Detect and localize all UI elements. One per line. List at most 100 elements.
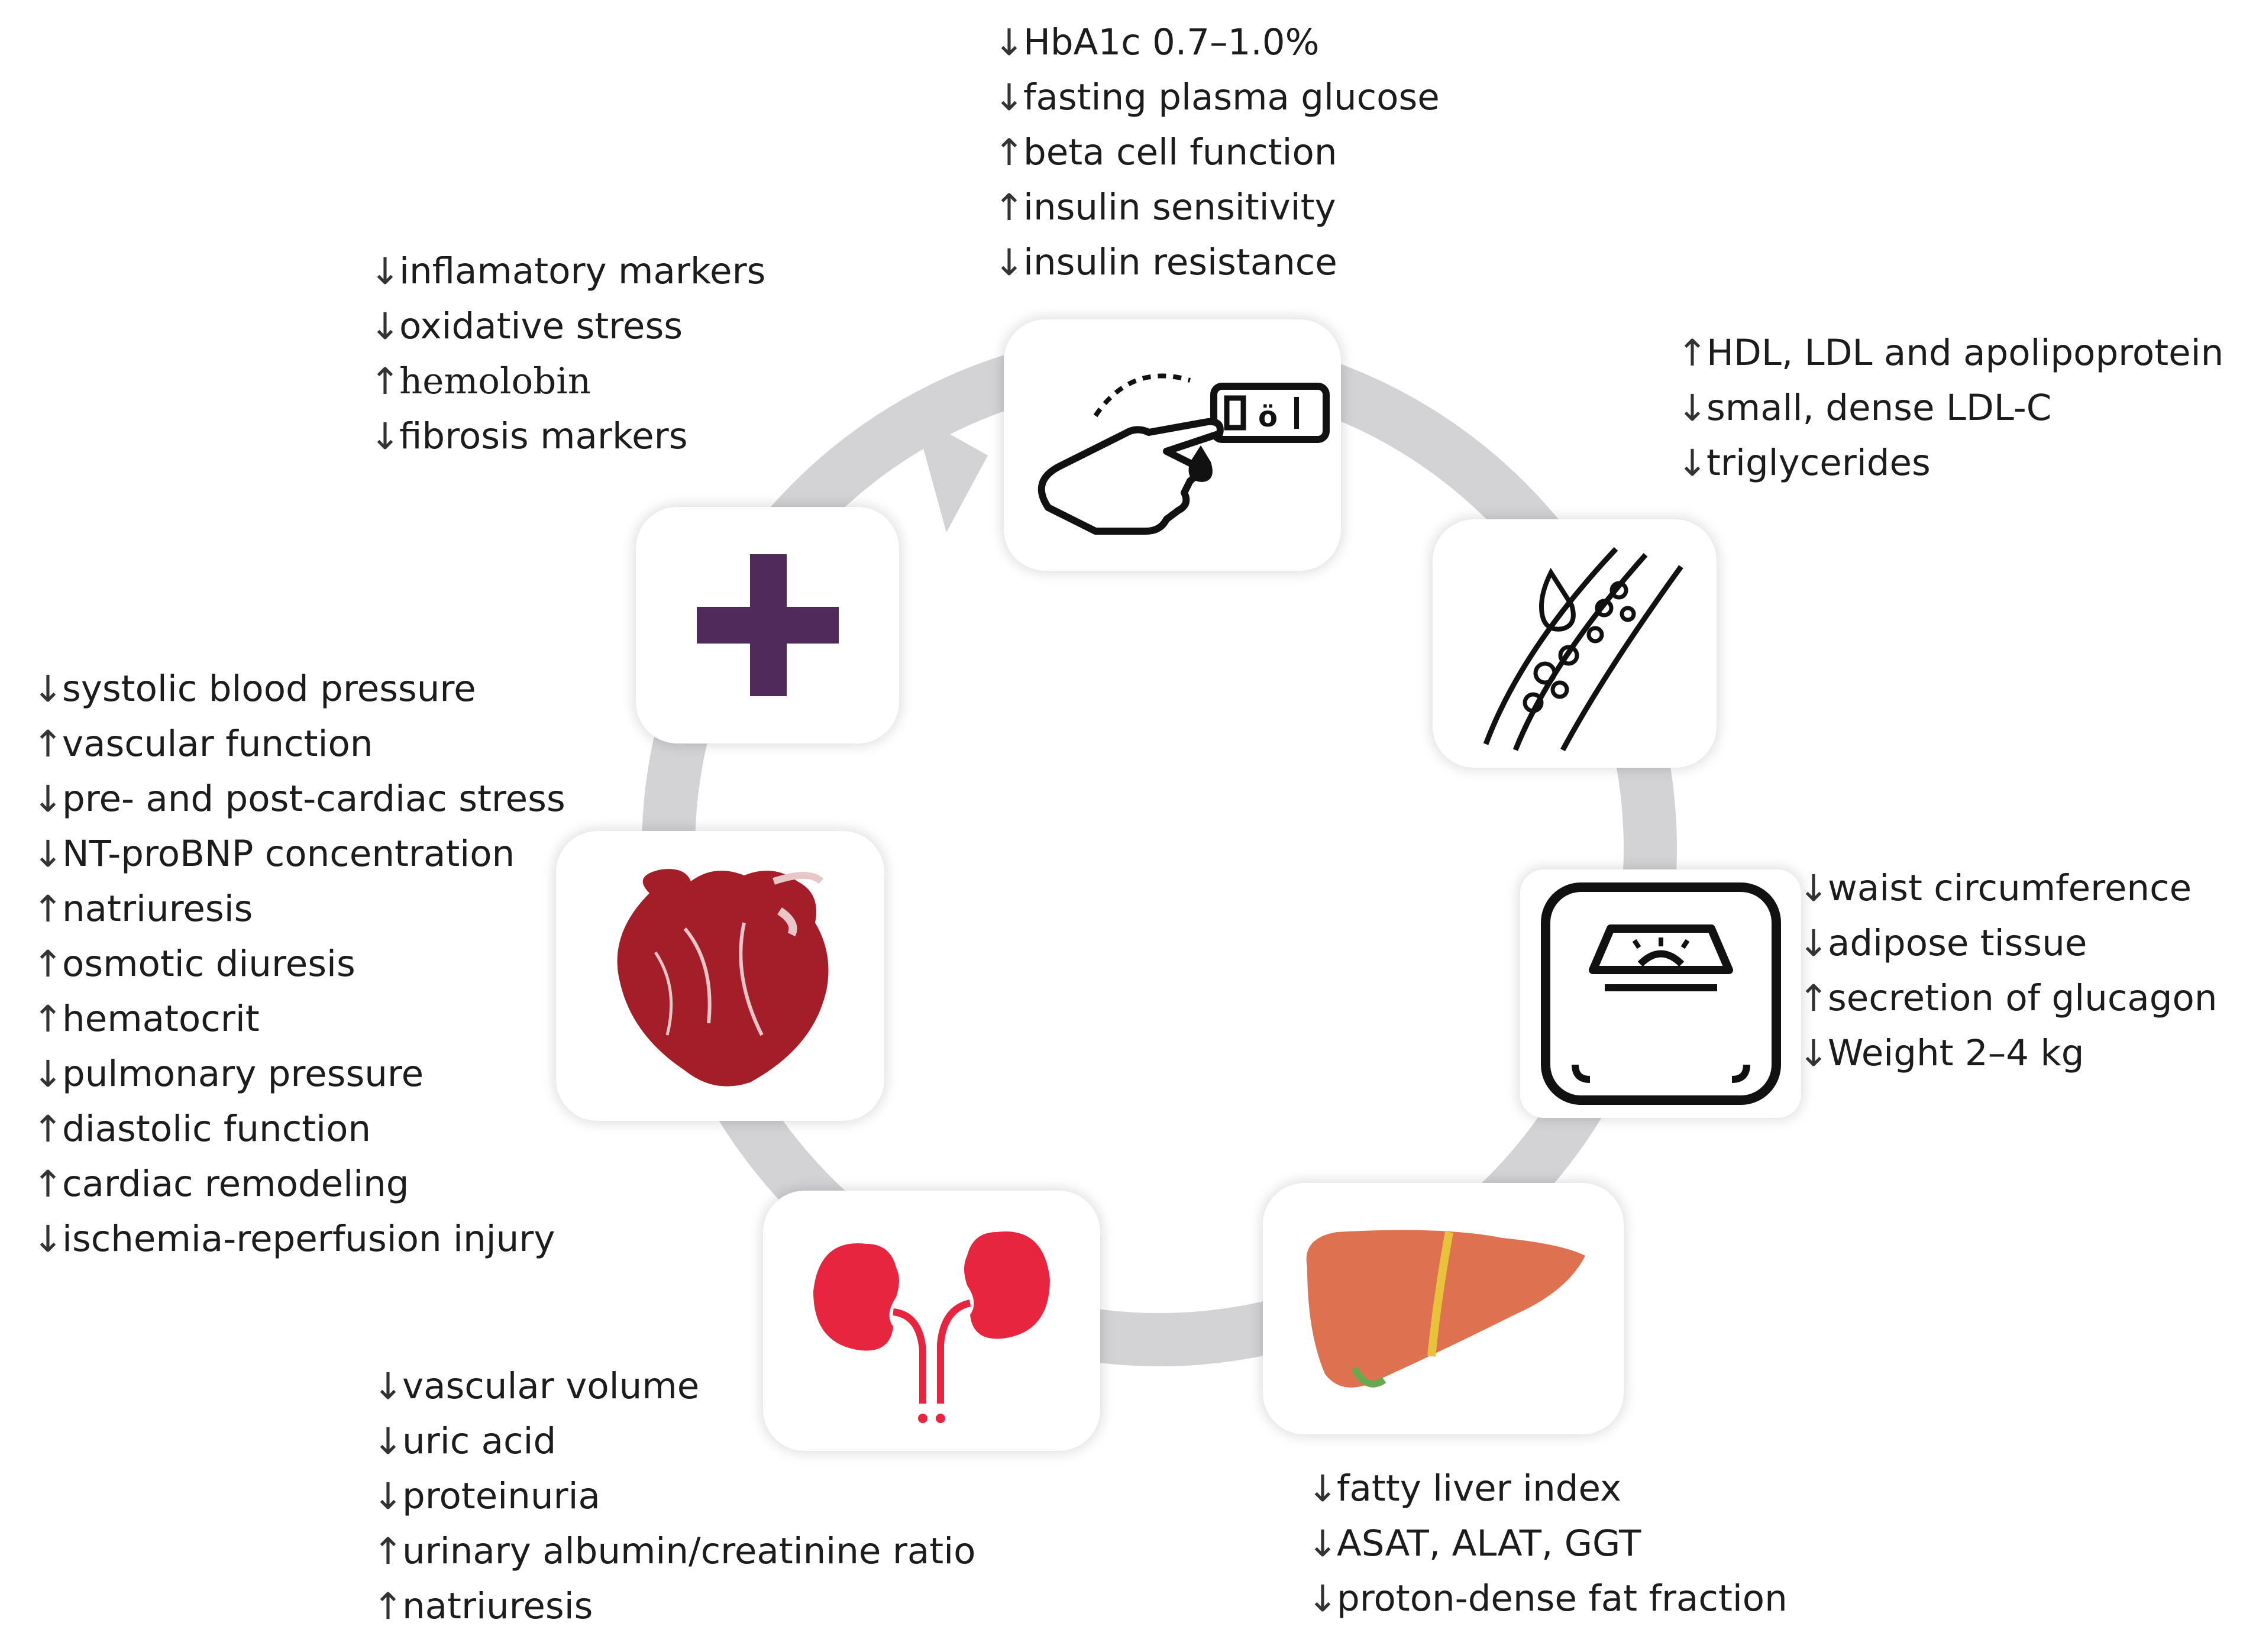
arrow-down-icon: ↓ [33, 1217, 63, 1260]
effect-item: ↓ischemia-reperfusion injury [33, 1211, 565, 1266]
inflammation-effects: ↓inflamatory markers↓oxidative stress↑he… [370, 244, 765, 464]
arrow-up-icon: ↑ [994, 186, 1024, 229]
arrow-up-icon: ↑ [370, 360, 400, 403]
effect-text: ischemia-reperfusion injury [62, 1218, 555, 1260]
effect-text: adipose tissue [1828, 922, 2087, 964]
effect-item: ↓fatty liver index [1307, 1461, 1788, 1516]
effect-item: ↓inflamatory markers [370, 244, 765, 299]
effect-text: insulin resistance [1023, 241, 1337, 283]
effect-text: diastolic function [62, 1108, 371, 1150]
effect-item: ↑secretion of glucagon [1798, 971, 2218, 1026]
effect-text: ASAT, ALAT, GGT [1337, 1522, 1641, 1564]
arrow-down-icon: ↓ [33, 667, 63, 710]
effect-text: secretion of glucagon [1828, 977, 2218, 1019]
arrow-down-icon: ↓ [1677, 386, 1708, 429]
effect-text: waist circumference [1828, 867, 2192, 909]
effect-item: ↓insulin resistance [994, 235, 1440, 290]
effect-text: fibrosis markers [399, 415, 688, 457]
arrow-down-icon: ↓ [373, 1475, 403, 1518]
arrow-down-icon: ↓ [33, 832, 63, 875]
svg-text:ö: ö [1258, 400, 1278, 434]
arrow-down-icon: ↓ [1677, 441, 1708, 484]
lipid-effects: ↑HDL, LDL and apolipoprotein↓small, dens… [1677, 325, 2223, 490]
effect-item: ↑vascular function [33, 716, 565, 771]
effect-item: ↓fibrosis markers [370, 409, 765, 464]
effect-item: ↑HDL, LDL and apolipoprotein [1677, 325, 2223, 380]
effect-text: NT-proBNP concentration [62, 833, 515, 875]
arrow-down-icon: ↓ [1798, 922, 1829, 965]
plus-card [636, 507, 899, 743]
effect-item: ↓systolic blood pressure [33, 661, 565, 716]
effect-item: ↓proton-dense fat fraction [1307, 1571, 1788, 1626]
effect-item: ↑beta cell function [994, 125, 1440, 180]
effect-item: ↑diastolic function [33, 1101, 565, 1156]
arrow-down-icon: ↓ [1798, 867, 1829, 910]
arrow-down-icon: ↓ [370, 250, 400, 293]
effect-text: beta cell function [1023, 131, 1337, 173]
arrow-down-icon: ↓ [373, 1420, 403, 1463]
arrow-down-icon: ↓ [994, 241, 1024, 284]
effect-text: HbA1c 0.7–1.0% [1023, 21, 1320, 63]
effect-item: ↓waist circumference [1798, 861, 2218, 916]
effect-item: ↑urinary albumin/creatinine ratio [373, 1524, 975, 1579]
effect-text: proteinuria [402, 1475, 600, 1517]
arrow-up-icon: ↑ [33, 1162, 63, 1205]
effect-item: ↓triglycerides [1677, 435, 2223, 490]
effect-item: ↑natriuresis [33, 881, 565, 936]
glucose-card: ö [1004, 319, 1341, 571]
arrow-down-icon: ↓ [370, 305, 400, 348]
effect-text: pre- and post-cardiac stress [62, 778, 565, 820]
effect-item: ↑insulin sensitivity [994, 180, 1440, 235]
cardiac-effects: ↓systolic blood pressure↑vascular functi… [33, 661, 565, 1266]
effect-item: ↓oxidative stress [370, 299, 765, 354]
effect-text: triglycerides [1706, 442, 1931, 484]
vessel-card [1433, 519, 1717, 768]
arrow-up-icon: ↑ [994, 131, 1024, 174]
effect-item: ↓Weight 2–4 kg [1798, 1026, 2218, 1081]
kidney-card [763, 1191, 1100, 1451]
effect-text: insulin sensitivity [1023, 186, 1336, 228]
effect-text: urinary albumin/creatinine ratio [402, 1530, 976, 1572]
weight-effects: ↓waist circumference↓adipose tissue↑secr… [1798, 861, 2218, 1081]
effect-text: hematocrit [62, 998, 260, 1040]
effect-text: fatty liver index [1337, 1467, 1622, 1509]
renal-effects: ↓vascular volume↓uric acid↓proteinuria↑u… [373, 1359, 975, 1634]
effect-item: ↓small, dense LDL-C [1677, 380, 2223, 435]
effect-text: vascular function [62, 723, 373, 765]
plus-icon [696, 554, 839, 696]
effect-text: natriuresis [402, 1585, 593, 1627]
arrow-down-icon: ↓ [373, 1365, 403, 1408]
effect-text: inflamatory markers [399, 250, 766, 292]
blood-vessel-plaque-icon [1483, 547, 1683, 752]
effect-text: uric acid [402, 1420, 557, 1462]
effect-text: pulmonary pressure [62, 1053, 424, 1095]
effect-text: small, dense LDL-C [1706, 387, 2052, 429]
effect-item: ↓proteinuria [373, 1469, 975, 1524]
weight-scale-icon [1540, 882, 1781, 1105]
arrow-up-icon: ↑ [33, 997, 63, 1040]
effect-text: cardiac remodeling [62, 1163, 409, 1205]
effect-text: osmotic diuresis [62, 943, 355, 985]
effect-item: ↓vascular volume [373, 1359, 975, 1414]
effect-item: ↑hematocrit [33, 991, 565, 1046]
effect-item: ↓uric acid [373, 1414, 975, 1469]
effect-item: ↓HbA1c 0.7–1.0% [994, 15, 1440, 70]
effect-item: ↓pulmonary pressure [33, 1046, 565, 1101]
heart-card [556, 831, 884, 1121]
effect-text: HDL, LDL and apolipoprotein [1706, 332, 2224, 374]
arrow-up-icon: ↑ [33, 1107, 63, 1150]
effect-text: Weight 2–4 kg [1828, 1032, 2084, 1074]
arrow-up-icon: ↑ [33, 722, 63, 765]
effect-item: ↓pre- and post-cardiac stress [33, 771, 565, 826]
arrow-up-icon: ↑ [33, 887, 63, 930]
effect-item: ↓fasting plasma glucose [994, 70, 1440, 125]
effect-item: ↑natriuresis [373, 1579, 975, 1634]
liver-icon [1306, 1230, 1585, 1388]
scale-card [1520, 869, 1801, 1118]
glucose-meter-icon: ö [1037, 373, 1330, 535]
effect-text: fasting plasma glucose [1023, 76, 1440, 118]
effect-text: systolic blood pressure [62, 668, 476, 710]
arrow-up-icon: ↑ [1677, 331, 1708, 374]
cycle-arrowhead [914, 414, 988, 532]
